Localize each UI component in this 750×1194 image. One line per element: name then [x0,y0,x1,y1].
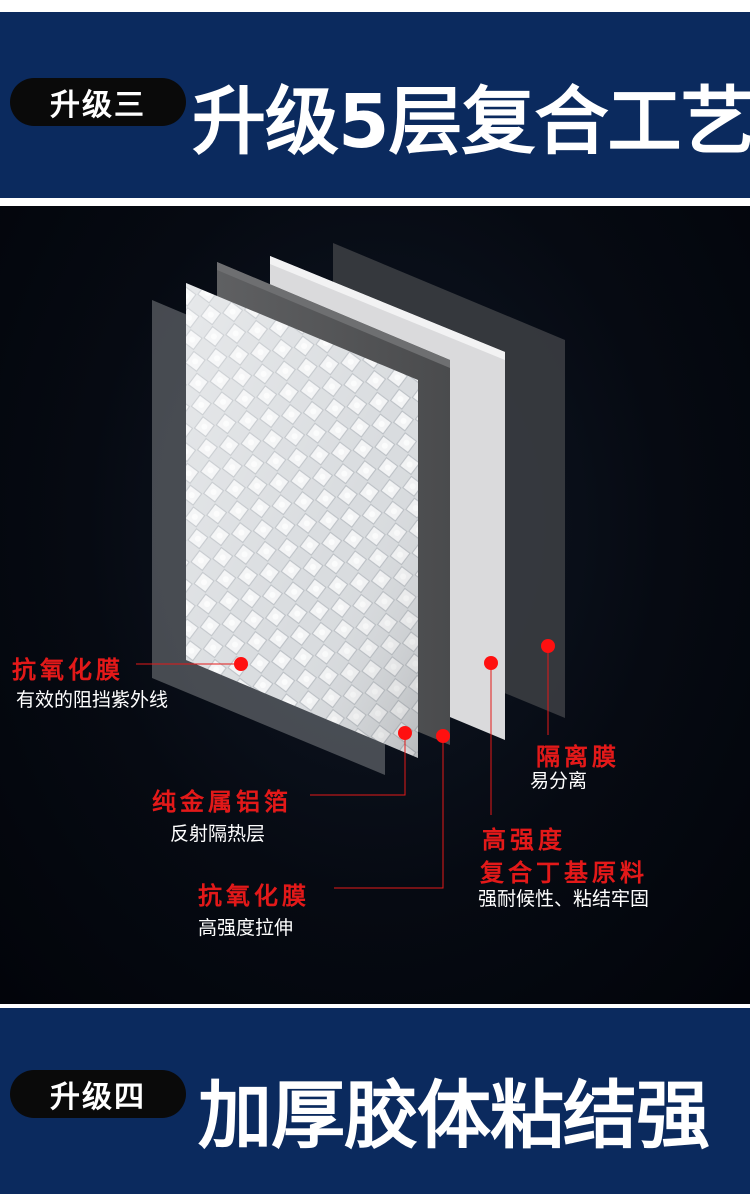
layer-3-title: 抗氧化膜 [198,882,310,910]
layer-5-desc: 易分离 [530,770,588,792]
leader-lines [136,646,549,889]
layer-3-desc: 高强度拉伸 [198,917,294,939]
layer-4-title-line2: 复合丁基原料 [480,859,648,887]
layer-4-desc: 强耐候性、粘结牢固 [478,888,650,910]
layer-2-title: 纯金属铝箔 [152,788,292,816]
leader-dot-2 [398,726,412,740]
upgrade-three-banner: 升级三 升级5层复合工艺 [0,12,750,198]
layer-1-title: 抗氧化膜 [12,656,124,684]
layer-5-title: 隔离膜 [536,743,620,771]
leader-dot-3 [436,729,450,743]
layer-4-title-line1: 高强度 [482,826,566,854]
upgrade-four-headline: 加厚胶体粘结强 [198,1073,710,1159]
layer-grey-edge [217,262,450,368]
upgrade-three-badge: 升级三 [10,78,186,126]
leader-dots [234,639,555,743]
layer-2-desc: 反射隔热层 [170,823,266,845]
foil-highlight [186,283,418,758]
leader-dot-1 [234,657,248,671]
leader-dot-4 [484,656,498,670]
upgrade-four-banner: 升级四 加厚胶体粘结强 [0,1008,750,1194]
layer-structure-illustration: 抗氧化膜 有效的阻挡紫外线 纯金属铝箔 反射隔热层 抗氧化膜 高强度拉伸 高强度… [0,206,750,1004]
layer-stack-diagram [136,243,565,889]
upgrade-four-badge: 升级四 [10,1070,186,1118]
layer-1-desc: 有效的阻挡紫外线 [16,689,169,711]
leader-line-3 [334,736,444,889]
leader-line-2 [310,733,406,796]
layer-butyl-edge [270,256,505,360]
upgrade-three-headline: 升级5层复合工艺 [192,79,750,165]
leader-dot-5 [541,639,555,653]
